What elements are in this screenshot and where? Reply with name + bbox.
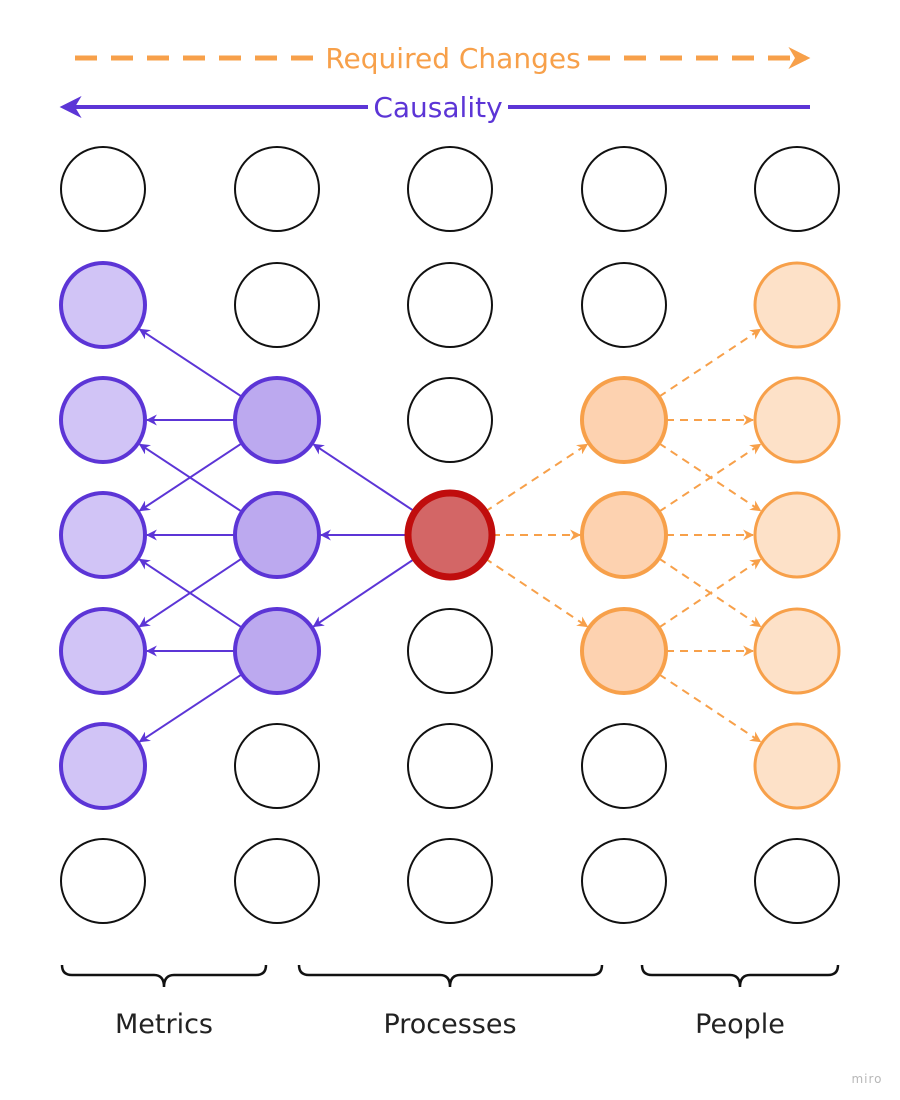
node-empty-c2-r4 bbox=[407, 608, 493, 694]
required-changes-label: Required Changes bbox=[325, 42, 580, 75]
node-people-far-c4-r1 bbox=[753, 261, 841, 349]
required-change-edge bbox=[658, 328, 762, 398]
node-empty-c2-r0 bbox=[407, 146, 493, 232]
edge-layer bbox=[138, 328, 762, 743]
node-grid bbox=[59, 146, 841, 924]
node-empty-c3-r6 bbox=[581, 838, 667, 924]
causality-edge bbox=[312, 443, 416, 513]
node-people-far-c4-r4 bbox=[753, 607, 841, 695]
node-empty-c2-r6 bbox=[407, 838, 493, 924]
node-process-c1-r3 bbox=[233, 491, 321, 579]
group-braces bbox=[60, 964, 840, 988]
node-process-c1-r2 bbox=[233, 376, 321, 464]
causality-edge bbox=[138, 328, 243, 398]
causality-label: Causality bbox=[373, 91, 502, 124]
required-change-edge bbox=[658, 673, 762, 743]
node-empty-c2-r5 bbox=[407, 723, 493, 809]
required-change-edge bbox=[484, 557, 589, 628]
node-empty-c1-r6 bbox=[234, 838, 320, 924]
node-people-far-c4-r5 bbox=[753, 722, 841, 810]
required-change-edge bbox=[658, 558, 762, 629]
node-metric-c0-r4 bbox=[59, 607, 147, 695]
node-people-near-c3-r4 bbox=[580, 607, 668, 695]
node-process-c1-r4 bbox=[233, 607, 321, 695]
people-brace bbox=[640, 964, 840, 988]
metrics-label: Metrics bbox=[115, 1009, 213, 1040]
node-empty-c4-r6 bbox=[754, 838, 840, 924]
node-empty-c2-r1 bbox=[407, 262, 493, 348]
node-metric-c0-r5 bbox=[59, 722, 147, 810]
causality-edge bbox=[312, 557, 416, 628]
processes-brace bbox=[297, 964, 604, 988]
node-people-near-c3-r3 bbox=[580, 491, 668, 579]
required-change-edge bbox=[658, 443, 762, 513]
node-empty-c3-r5 bbox=[581, 723, 667, 809]
metrics-brace bbox=[60, 964, 268, 988]
node-metric-c0-r3 bbox=[59, 491, 147, 579]
node-people-near-c3-r2 bbox=[580, 376, 668, 464]
node-empty-c1-r1 bbox=[234, 262, 320, 348]
node-people-far-c4-r2 bbox=[753, 376, 841, 464]
required-change-edge bbox=[484, 443, 589, 513]
causality-edge bbox=[138, 558, 243, 629]
node-people-far-c4-r3 bbox=[753, 491, 841, 579]
node-empty-c1-r5 bbox=[234, 723, 320, 809]
people-label: People bbox=[695, 1009, 785, 1040]
causality-arrow: Causality bbox=[59, 91, 810, 124]
processes-label: Processes bbox=[383, 1009, 516, 1040]
node-empty-c3-r0 bbox=[581, 146, 667, 232]
required-changes-arrow: Required Changes bbox=[75, 42, 811, 75]
node-origin-c2-r3 bbox=[404, 489, 496, 581]
node-empty-c1-r0 bbox=[234, 146, 320, 232]
node-empty-c3-r1 bbox=[581, 262, 667, 348]
miro-watermark: miro bbox=[851, 1072, 882, 1086]
node-empty-c0-r6 bbox=[60, 838, 146, 924]
node-metric-c0-r2 bbox=[59, 376, 147, 464]
node-metric-c0-r1 bbox=[59, 261, 147, 349]
causality-edge bbox=[138, 443, 243, 513]
node-empty-c0-r0 bbox=[60, 146, 146, 232]
node-empty-c2-r2 bbox=[407, 377, 493, 463]
node-empty-c4-r0 bbox=[754, 146, 840, 232]
causality-edge bbox=[138, 673, 243, 743]
